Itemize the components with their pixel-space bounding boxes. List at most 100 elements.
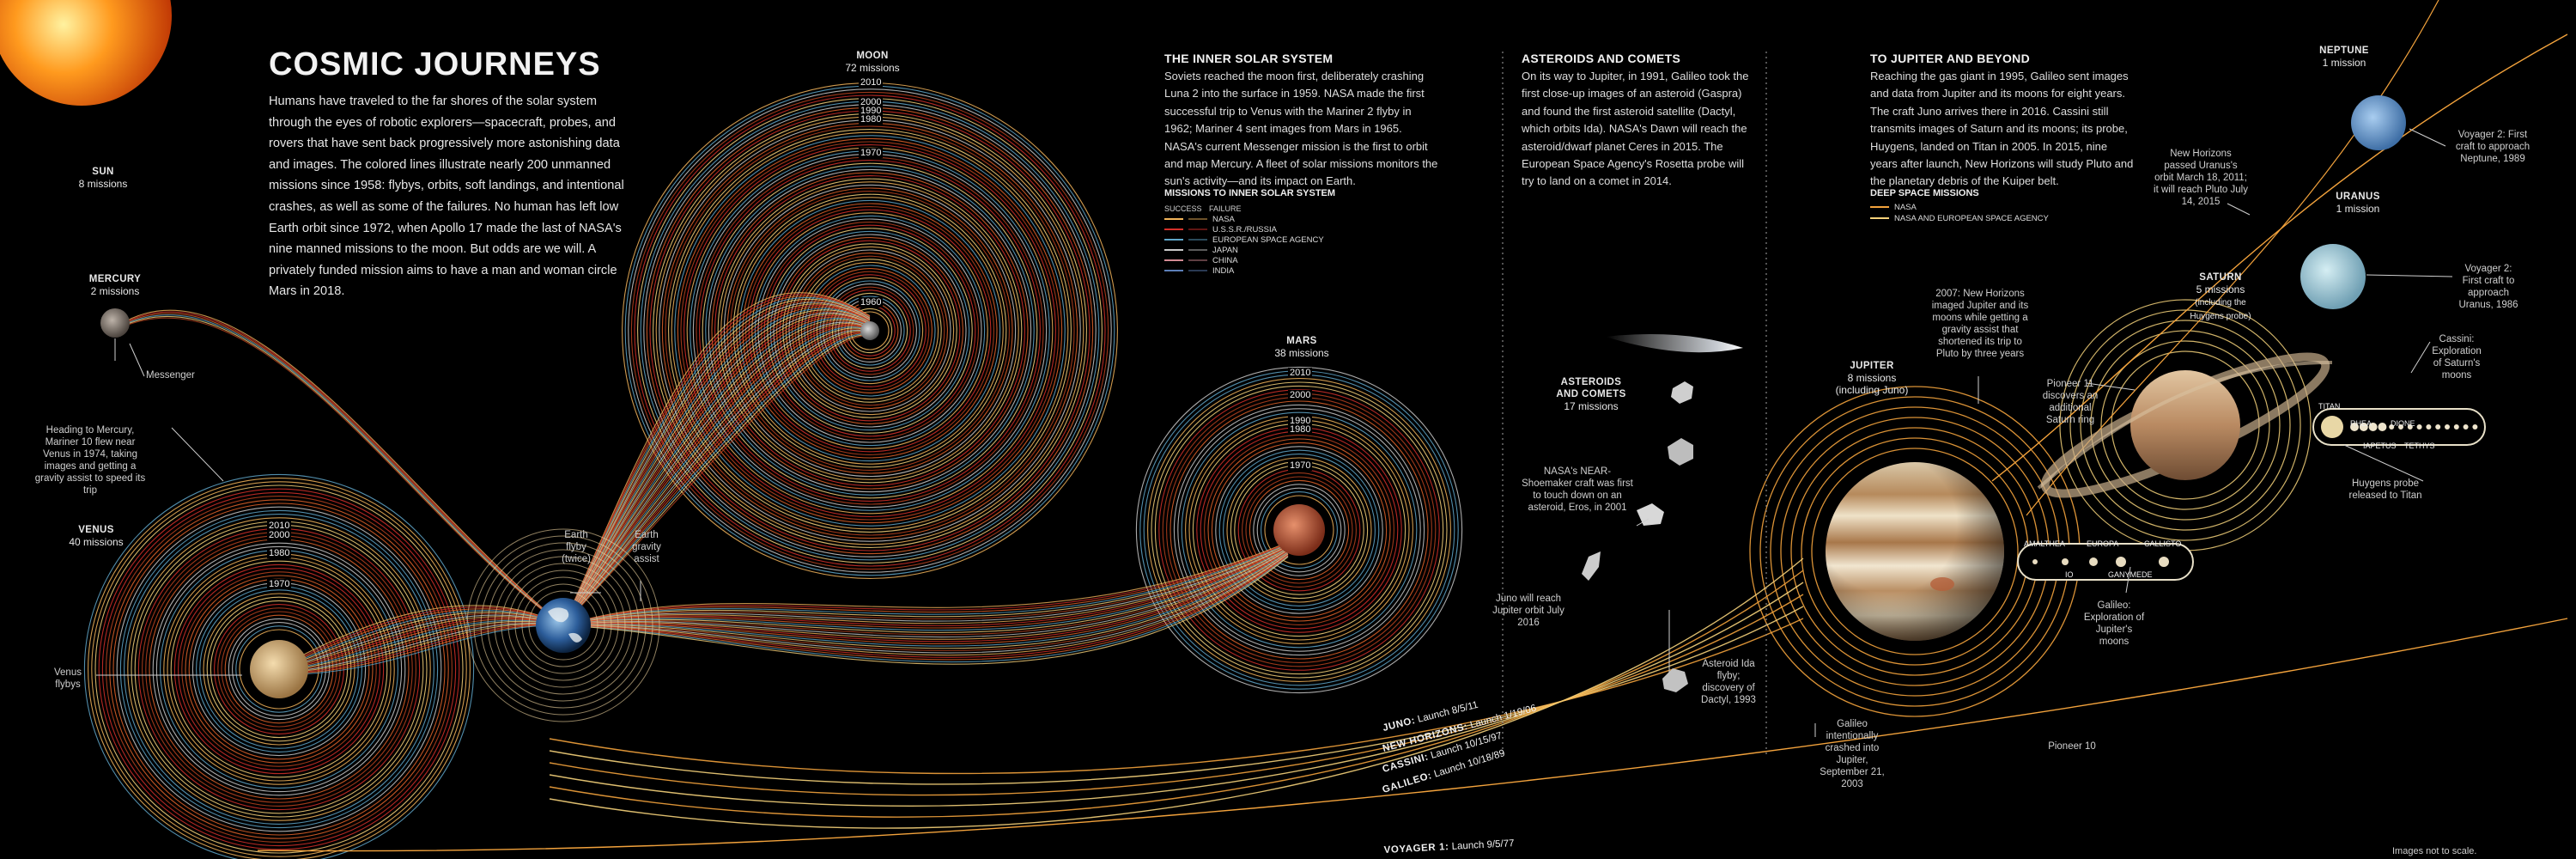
asteroid-rock (1662, 668, 1688, 692)
mission-trajectory (283, 611, 564, 668)
huygens-annotation: Huygens probe released to Titan (2348, 478, 2422, 501)
mission-trajectory (562, 543, 1289, 626)
mission-ring (1226, 457, 1372, 603)
mission-trajectory (562, 298, 871, 626)
mission-ring (83, 473, 475, 859)
earth-orbit-ring (494, 556, 633, 695)
moon-io: IO (2065, 570, 2074, 579)
sun-globe (0, 0, 172, 106)
earth-orbit-ring (487, 549, 640, 702)
neptune-globe (2351, 95, 2406, 150)
mission-ring (1135, 366, 1463, 694)
saturn-moon-dot (2398, 424, 2403, 430)
mission-trajectory (283, 617, 564, 670)
saturn-moon-dot (2407, 424, 2413, 430)
asteroid-rock (1582, 551, 1601, 581)
mission-trajectory (562, 552, 1289, 651)
mission-ring (745, 206, 994, 455)
mission-ring (1177, 408, 1421, 652)
moon-ganymede: GANYMEDE (2108, 570, 2153, 579)
ida-annotation: Asteroid Ida flyby; discovery of Dactyl,… (1701, 659, 1756, 705)
mars-mission-rings (1135, 366, 1463, 694)
mission-ring (127, 517, 431, 821)
mission-ring (1264, 495, 1334, 565)
asteroids-text: On its way to Jupiter, in 1991, Galileo … (1522, 70, 1749, 188)
legend-item: CHINA (1164, 256, 1238, 265)
titan-dot (2321, 416, 2343, 438)
saturn-orbit-ring (2090, 330, 2281, 521)
mission-ring (199, 589, 359, 749)
earth-globe (536, 598, 591, 653)
mission-trajectory (562, 309, 871, 626)
mission-trajectory (562, 311, 871, 626)
mission-trajectory (283, 606, 564, 667)
mission-ring (823, 283, 917, 378)
asteroids-heading: ASTEROIDS AND COMETS (1522, 52, 1681, 65)
mission-ring (116, 506, 442, 832)
saturn-moon-dot (2426, 424, 2432, 430)
saturn-globe (2037, 352, 2333, 498)
inner-legend-heading: MISSIONS TO INNER SOLAR SYSTEM (1164, 188, 1336, 198)
mission-ring (1211, 442, 1388, 618)
jupiter-beyond-heading: TO JUPITER AND BEYOND (1870, 52, 2030, 65)
near-shoemaker-annotation: NASA's NEAR-Shoemaker craft was first to… (1522, 466, 1633, 513)
page-title: COSMIC JOURNEYS (269, 46, 601, 82)
saturn-moon-dot (2378, 423, 2387, 431)
earth-orbit-ring (507, 570, 619, 681)
mission-ring (763, 224, 976, 437)
legend-failure-label: FAILURE (1209, 204, 1242, 213)
jupiter-moon-dot (2116, 557, 2126, 567)
mariner10-annotation: Heading to Mercury, Mariner 10 flew near… (34, 425, 146, 496)
saturn-moon-dot (2359, 423, 2368, 431)
moon-dione: DIONE (2391, 419, 2415, 428)
new-horizons-uranus-annotation: New Horizons passed Uranus's orbit March… (2154, 149, 2248, 207)
mission-ring (91, 481, 467, 857)
venus-mission-rings (83, 473, 475, 859)
moon-tethys: TETHYS (2404, 442, 2435, 450)
mission-trajectory (119, 317, 564, 626)
jupiter-orbit-ring (1811, 448, 2019, 655)
mission-ring (1256, 487, 1342, 573)
saturn-moon-dot (2472, 424, 2478, 430)
mission-trajectory (119, 314, 564, 626)
jupiter-moon-dot (2032, 559, 2038, 564)
galileo-crash-annotation: Galileo intentionally crashed into Jupit… (1820, 719, 1885, 789)
new-horizons-jupiter-annotation: 2007: New Horizons imaged Jupiter and it… (1931, 289, 2029, 359)
mission-ring (1242, 472, 1357, 588)
mission-ring (1249, 479, 1350, 581)
mission-ring (1245, 476, 1353, 584)
voyager2-uranus-annotation: Voyager 2: First craft to approach Uranu… (2458, 264, 2518, 310)
mission-trajectory (562, 321, 871, 626)
jupiter-beyond-text: Reaching the gas giant in 1995, Galileo … (1870, 70, 2134, 188)
mission-trajectory (283, 622, 564, 673)
moon-titan: TITAN (2318, 402, 2341, 411)
deep-space-trajectory (549, 570, 1804, 818)
deep-legend-heading: DEEP SPACE MISSIONS (1870, 188, 1979, 198)
legend-item: NASA AND EUROPEAN SPACE AGENCY (1870, 214, 2049, 223)
comet-image (1606, 333, 1743, 353)
mission-ring (1181, 411, 1418, 649)
mission-trajectory (283, 620, 564, 672)
mission-ring (98, 488, 460, 850)
mission-ring (668, 129, 1072, 533)
mission-ring (699, 160, 1041, 502)
mission-ring (677, 137, 1063, 524)
mission-ring (88, 478, 471, 859)
mission-ring (1158, 389, 1440, 671)
mission-trajectory (562, 297, 871, 626)
mission-ring (782, 243, 957, 418)
mission-ring (680, 141, 1060, 521)
messenger-annotation: Messenger (146, 370, 195, 381)
mission-ring (717, 178, 1023, 484)
mission-ring (711, 172, 1029, 490)
mission-ring (1147, 378, 1451, 682)
mission-ring (101, 491, 457, 847)
mission-ring (1154, 385, 1444, 675)
mission-ring (119, 509, 439, 829)
mission-trajectory (562, 312, 871, 626)
mars-globe (1273, 504, 1325, 556)
mission-ring (773, 234, 967, 428)
mission-trajectory (562, 326, 871, 626)
